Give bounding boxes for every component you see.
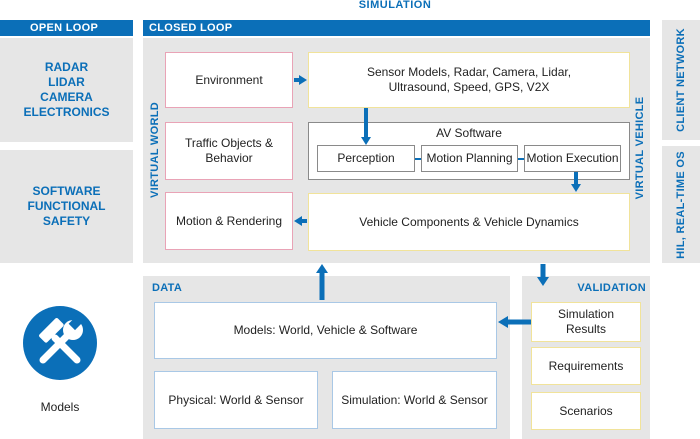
requirements-label: Requirements bbox=[548, 358, 624, 373]
environment-box: Environment bbox=[165, 52, 293, 108]
motion-rendering-box: Motion & Rendering bbox=[165, 192, 293, 250]
perception-box: Perception bbox=[317, 145, 415, 172]
motion-execution-box: Motion Execution bbox=[524, 145, 621, 172]
arrow-execution-to-vehicle bbox=[571, 172, 581, 192]
traffic-label-line2: Behavior bbox=[205, 151, 253, 165]
sensor-models-line2: Ultrasound, Speed, GPS, V2X bbox=[388, 80, 550, 94]
open-loop-header-label: OPEN LOOP bbox=[30, 22, 99, 34]
sensor-models-box: Sensor Models, Radar, Camera, Lidar, Ult… bbox=[308, 52, 630, 108]
sensor-models-line1: Sensor Models, Radar, Camera, Lidar, bbox=[366, 65, 572, 79]
scenarios-box: Scenarios bbox=[531, 392, 641, 430]
open-loop-item-camera: CAMERA bbox=[40, 90, 93, 104]
open-loop-item-electronics: ELECTRONICS bbox=[23, 105, 110, 119]
requirements-box: Requirements bbox=[531, 347, 641, 385]
physical-box: Physical: World & Sensor bbox=[154, 371, 318, 429]
sim-results-line2: Results bbox=[565, 322, 606, 336]
validation-header: VALIDATION bbox=[577, 282, 646, 294]
vehicle-components-box: Vehicle Components & Vehicle Dynamics bbox=[308, 193, 630, 251]
open-loop-software-box: SOFTWARE FUNCTIONAL SAFETY bbox=[0, 150, 133, 263]
data-header: DATA bbox=[152, 282, 183, 294]
traffic-label-line1: Traffic Objects & bbox=[184, 136, 274, 150]
models-box: Models: World, Vehicle & Software bbox=[154, 302, 497, 359]
arrow-sensors-to-perception bbox=[361, 108, 371, 145]
open-loop-item-lidar: LIDAR bbox=[48, 75, 85, 89]
open-loop-header: OPEN LOOP bbox=[0, 20, 133, 36]
open-loop-hardware-box: RADAR LIDAR CAMERA ELECTRONICS bbox=[0, 38, 133, 142]
planning-execution-connector bbox=[518, 158, 524, 160]
models-icon-label: Models bbox=[40, 400, 80, 414]
motion-planning-box: Motion Planning bbox=[421, 145, 518, 172]
perception-label: Perception bbox=[337, 151, 395, 165]
scenarios-label: Scenarios bbox=[559, 403, 613, 418]
traffic-objects-box: Traffic Objects & Behavior bbox=[165, 122, 293, 180]
hammer-wrench-icon bbox=[22, 305, 98, 381]
arrow-environment-to-sensors bbox=[294, 75, 307, 85]
simulation-data-box: Simulation: World & Sensor bbox=[332, 371, 497, 429]
arrow-results-to-models bbox=[498, 316, 531, 328]
arrow-data-to-closed-loop bbox=[316, 264, 328, 300]
sim-results-line1: Simulation bbox=[557, 307, 615, 321]
vehicle-components-label: Vehicle Components & Vehicle Dynamics bbox=[359, 214, 579, 229]
open-loop-item-software: SOFTWARE bbox=[32, 184, 101, 198]
arrow-vehicle-to-rendering bbox=[294, 216, 307, 226]
simulation-data-label: Simulation: World & Sensor bbox=[341, 392, 488, 407]
motion-rendering-label: Motion & Rendering bbox=[175, 213, 283, 228]
models-label: Models: World, Vehicle & Software bbox=[233, 323, 418, 337]
closed-loop-header: CLOSED LOOP bbox=[143, 20, 650, 36]
physical-label: Physical: World & Sensor bbox=[168, 392, 304, 407]
client-network-box bbox=[662, 20, 700, 140]
environment-label: Environment bbox=[195, 72, 263, 87]
motion-execution-label: Motion Execution bbox=[526, 151, 619, 165]
open-loop-item-functional: FUNCTIONAL bbox=[27, 199, 106, 213]
open-loop-item-safety: SAFETY bbox=[42, 214, 91, 228]
hil-rtos-box bbox=[662, 146, 700, 263]
motion-planning-label: Motion Planning bbox=[426, 151, 513, 165]
simulation-title: SIMULATION bbox=[358, 0, 432, 11]
simulation-results-box: Simulation Results bbox=[531, 302, 641, 342]
av-software-label: AV Software bbox=[436, 126, 502, 140]
open-loop-item-radar: RADAR bbox=[44, 60, 89, 74]
arrow-closed-loop-to-validation bbox=[537, 264, 549, 286]
closed-loop-header-label: CLOSED LOOP bbox=[149, 22, 233, 34]
perception-planning-connector bbox=[415, 158, 421, 160]
